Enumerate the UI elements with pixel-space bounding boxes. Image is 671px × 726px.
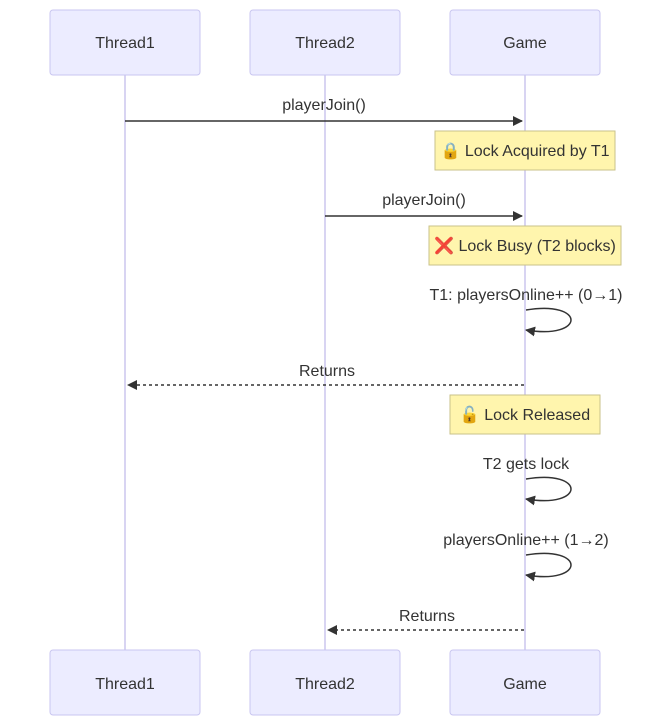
note-lock-busy: ❌ Lock Busy (T2 blocks) bbox=[428, 225, 622, 266]
message-label: playersOnline++ (1→2) bbox=[443, 532, 608, 549]
message-label: Returns bbox=[399, 608, 455, 625]
actor-top-game-label: Game bbox=[503, 35, 547, 52]
actor-bottom-game-label: Game bbox=[503, 676, 547, 693]
actor-bottom-thread2-label: Thread2 bbox=[295, 676, 355, 693]
message-label: playerJoin() bbox=[282, 97, 366, 114]
actor-bottom-thread1-label: Thread1 bbox=[95, 676, 155, 693]
message-game-self-increment-2: playersOnline++ (1→2) bbox=[443, 532, 609, 582]
actor-top-thread2: Thread2 bbox=[249, 9, 401, 76]
message-label: T2 gets lock bbox=[483, 456, 570, 473]
self-call-arrow bbox=[525, 307, 572, 337]
actor-top-thread1: Thread1 bbox=[49, 9, 201, 76]
message-label: playerJoin() bbox=[382, 192, 466, 209]
message-thread1-to-game-playerjoin: playerJoin() bbox=[125, 97, 523, 126]
note-lock-released-label: 🔓 Lock Released bbox=[460, 405, 590, 424]
note-lock-busy-label: ❌ Lock Busy (T2 blocks) bbox=[434, 236, 616, 255]
message-game-to-thread1-returns: Returns bbox=[127, 363, 524, 390]
note-lock-released: 🔓 Lock Released bbox=[449, 394, 601, 435]
message-game-to-thread2-returns: Returns bbox=[327, 608, 524, 635]
note-lock-acquired: 🔒 Lock Acquired by T1 bbox=[434, 130, 616, 171]
message-game-self-t2-gets-lock: T2 gets lock bbox=[483, 456, 572, 506]
actor-bottom-game: Game bbox=[449, 649, 601, 716]
self-call-arrow bbox=[525, 552, 572, 582]
message-label: Returns bbox=[299, 363, 355, 380]
message-label: T1: playersOnline++ (0→1) bbox=[430, 287, 623, 304]
message-thread2-to-game-playerjoin: playerJoin() bbox=[325, 192, 523, 221]
actor-top-thread2-label: Thread2 bbox=[295, 35, 355, 52]
actor-top-game: Game bbox=[449, 9, 601, 76]
actor-bottom-thread2: Thread2 bbox=[249, 649, 401, 716]
note-lock-acquired-label: 🔒 Lock Acquired by T1 bbox=[440, 142, 609, 160]
message-game-self-increment-1: T1: playersOnline++ (0→1) bbox=[430, 287, 623, 337]
actor-top-thread1-label: Thread1 bbox=[95, 35, 155, 52]
actor-bottom-thread1: Thread1 bbox=[49, 649, 201, 716]
self-call-arrow bbox=[525, 476, 572, 506]
